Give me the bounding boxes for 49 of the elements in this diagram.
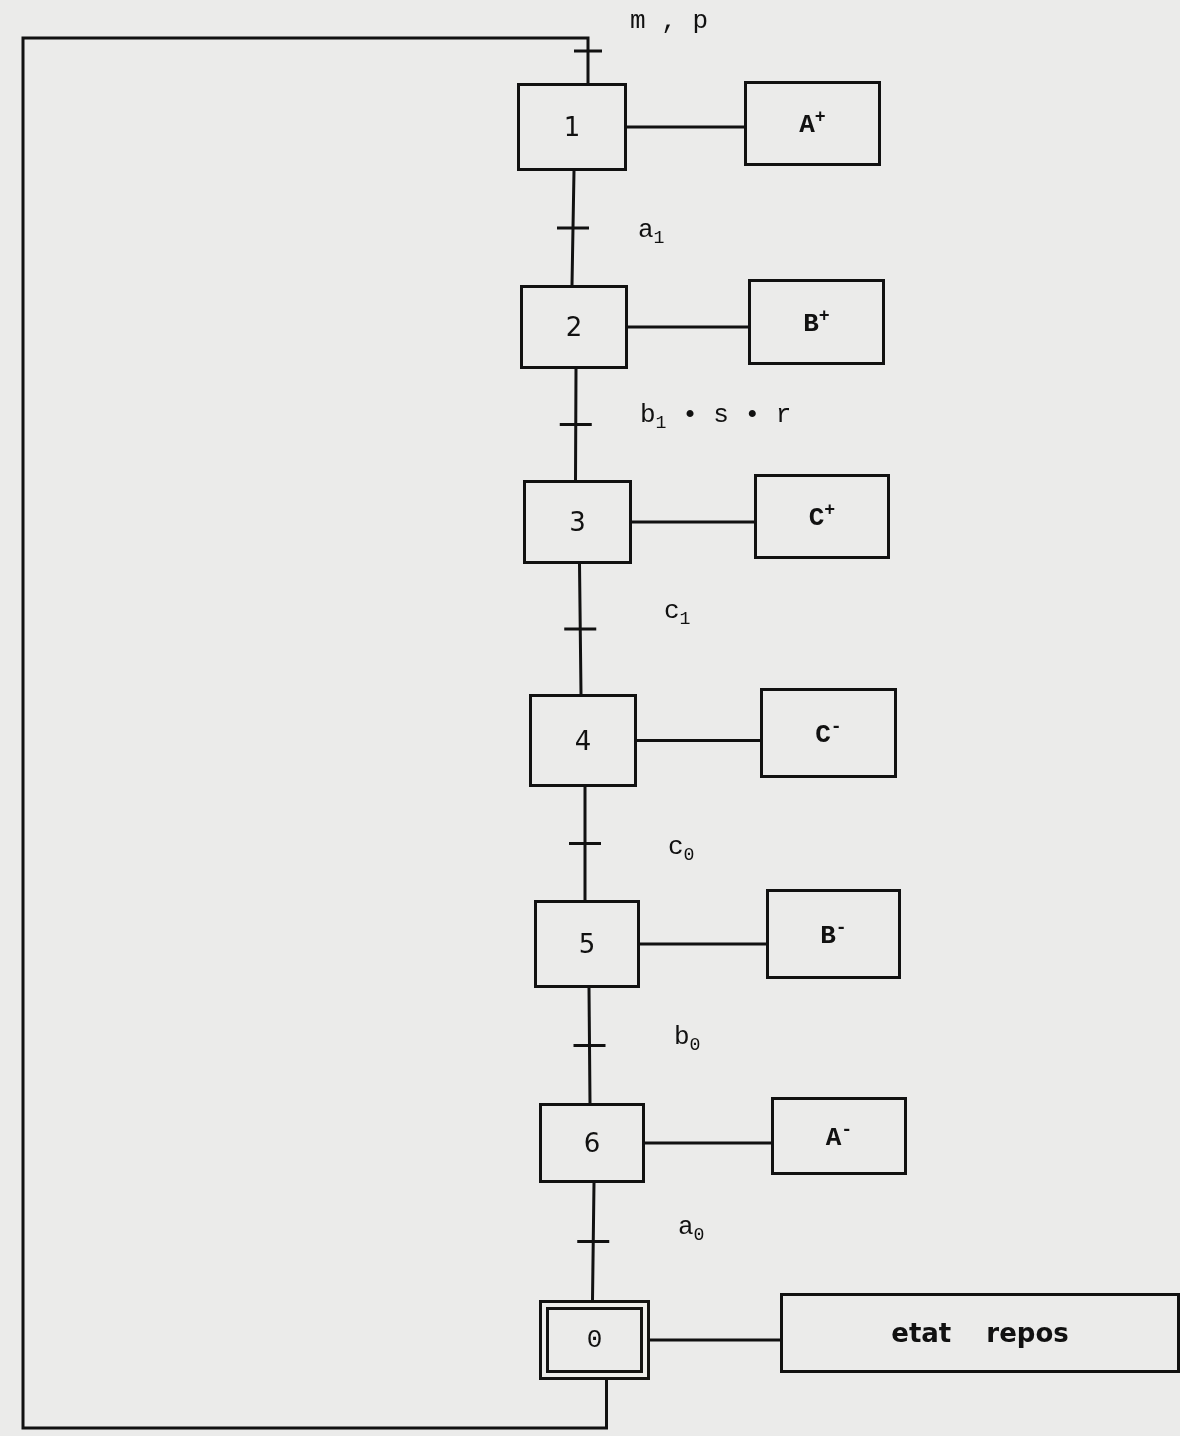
action-label: A$^{-}$ — [825, 1119, 853, 1153]
step-box — [534, 900, 640, 988]
action-label: A$^{+}$ — [799, 107, 826, 140]
step-box — [520, 285, 628, 369]
transition-line — [555, 169, 591, 287]
action-box — [748, 279, 885, 365]
action-link — [628, 325, 748, 329]
transition-condition: c$_{0}$ — [668, 832, 695, 866]
action-link — [637, 739, 760, 742]
action-label: C$^{+}$ — [808, 500, 836, 533]
transition-condition: b$_{0}$ — [674, 1022, 701, 1056]
step-number: 3 — [569, 507, 586, 537]
step-number: 5 — [578, 929, 596, 959]
transition-condition: c$_{1}$ — [664, 596, 691, 630]
transition-line — [575, 1181, 611, 1302]
action-link — [640, 942, 766, 946]
action-box — [780, 1293, 1180, 1373]
action-label: B$^{-}$ — [820, 917, 847, 951]
transition-condition: a$_{1}$ — [638, 215, 665, 249]
action-link — [627, 125, 744, 129]
action-box — [760, 688, 897, 778]
step-box — [523, 480, 632, 564]
action-box — [771, 1097, 907, 1175]
step-box — [529, 694, 637, 787]
step-number: 6 — [583, 1128, 601, 1158]
action-box — [744, 81, 881, 166]
transition-condition: a$_{0}$ — [678, 1212, 705, 1246]
transition-line — [558, 367, 594, 482]
loop-back-line — [21, 36, 608, 1430]
initial-step-box — [539, 1300, 650, 1380]
transition-line — [572, 986, 607, 1105]
step-number: 2 — [565, 312, 583, 342]
action-label: C$^{-}$ — [815, 716, 842, 750]
action-link — [632, 520, 754, 524]
step-box — [517, 83, 627, 171]
action-link — [645, 1141, 771, 1145]
action-label: etat repos — [891, 1318, 1069, 1348]
step-box — [539, 1103, 645, 1183]
action-box — [754, 474, 890, 559]
step-number: 4 — [574, 725, 592, 756]
transition-line — [567, 785, 603, 902]
action-link — [650, 1338, 780, 1342]
step-number: 1 — [563, 112, 581, 142]
transition-condition: m , p — [630, 6, 708, 36]
transition-line — [562, 562, 598, 696]
action-label: B$^{+}$ — [803, 305, 830, 339]
action-box — [766, 889, 901, 979]
transition-condition: b$_{1}$ • s • r — [640, 400, 792, 434]
step-number: 0 — [586, 1325, 603, 1355]
